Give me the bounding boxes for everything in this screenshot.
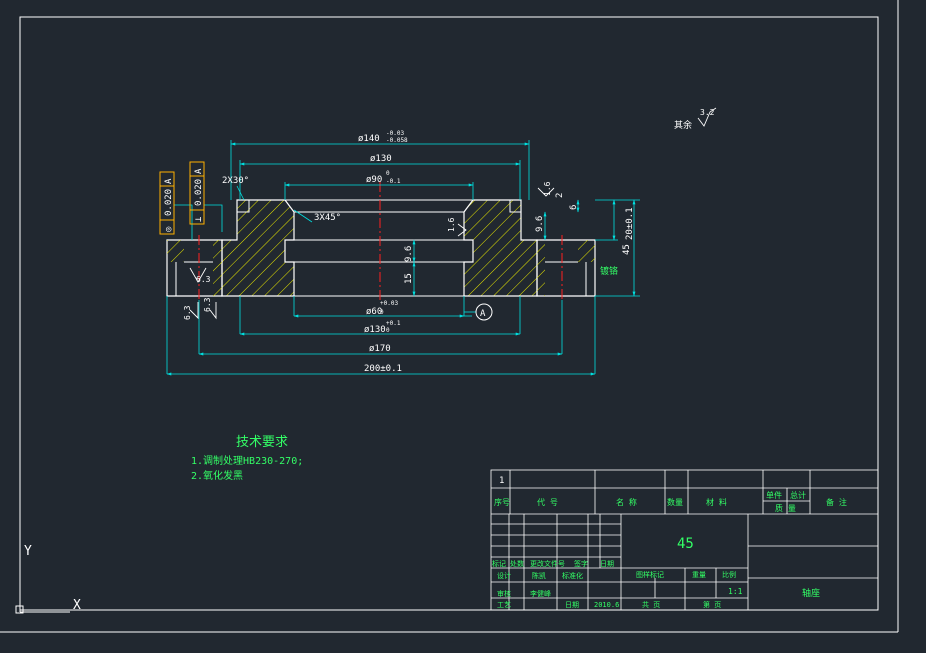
dim-d140: ø140 bbox=[358, 134, 380, 144]
dim-h15: 15 bbox=[404, 273, 414, 284]
tolerance-frames bbox=[159, 161, 205, 235]
dimension-texts: ø140 -0.03 -0.058 ø130 ø90 0 -0.1 2X30° … bbox=[222, 130, 635, 374]
svg-text:质 量: 质 量 bbox=[775, 503, 796, 513]
svg-text:总计: 总计 bbox=[790, 490, 806, 500]
svg-text:◎: ◎ bbox=[164, 226, 174, 232]
row-number: 1 bbox=[499, 476, 504, 486]
other-roughness-value: 3.2 bbox=[700, 108, 715, 117]
svg-text:6.3: 6.3 bbox=[196, 275, 211, 284]
dim-d130: ø130 bbox=[370, 154, 392, 164]
note-chrome: 镀铬 bbox=[600, 265, 618, 277]
dim-d60: ø60 bbox=[366, 307, 382, 317]
centerlines bbox=[198, 182, 563, 300]
svg-text:备 注: 备 注 bbox=[826, 497, 847, 507]
left-section-hatch bbox=[221, 199, 295, 297]
tech-req-item-2: 2.氧化发黑 bbox=[191, 469, 243, 482]
svg-text:审核: 审核 bbox=[497, 589, 511, 598]
svg-text:6.3: 6.3 bbox=[203, 297, 212, 312]
svg-text:单件: 单件 bbox=[766, 490, 782, 500]
svg-text:图样标记: 图样标记 bbox=[636, 570, 664, 579]
dim-d170: ø170 bbox=[369, 344, 391, 354]
tolerance-frame-texts: ◎ 0.020 A ⊥ 0.020 A bbox=[164, 168, 204, 232]
svg-text:0: 0 bbox=[380, 309, 384, 316]
svg-text:A: A bbox=[480, 309, 486, 319]
svg-text:-0.03: -0.03 bbox=[386, 130, 404, 137]
svg-text:第 页: 第 页 bbox=[703, 600, 721, 609]
other-roughness-label: 其余 bbox=[674, 119, 692, 131]
svg-text:重量: 重量 bbox=[692, 571, 706, 579]
svg-text:处数: 处数 bbox=[510, 559, 524, 568]
dim-d90: ø90 bbox=[366, 175, 382, 185]
svg-text:陈凯: 陈凯 bbox=[532, 571, 546, 580]
left-flange-hatch-fill bbox=[167, 240, 222, 296]
right-flange-hatch-fill bbox=[537, 240, 595, 296]
svg-text:A: A bbox=[164, 178, 174, 184]
svg-text:序号: 序号 bbox=[494, 497, 510, 507]
svg-text:0.020: 0.020 bbox=[164, 189, 174, 216]
svg-text:李健峰: 李健峰 bbox=[530, 589, 551, 598]
svg-text:标准化: 标准化 bbox=[562, 571, 583, 580]
svg-text:材 料: 材 料 bbox=[706, 497, 727, 507]
dimension-lines bbox=[166, 140, 640, 376]
tech-req-title: 技术要求 bbox=[236, 435, 288, 450]
svg-text:签字: 签字 bbox=[574, 559, 588, 568]
dim-h45: 45 bbox=[622, 244, 632, 255]
part-name: 轴座 bbox=[802, 587, 820, 599]
dim-h6: 6 bbox=[569, 205, 579, 210]
tech-req-item-1: 1.调制处理HB230-270; bbox=[191, 454, 303, 467]
svg-text:1.6: 1.6 bbox=[543, 181, 552, 196]
svg-text:-0.058: -0.058 bbox=[386, 137, 408, 144]
svg-text:0: 0 bbox=[386, 327, 390, 334]
title-block bbox=[490, 469, 879, 611]
datum-a: A bbox=[464, 303, 493, 321]
ucs-y-label: Y bbox=[24, 544, 32, 559]
drawing-border bbox=[0, 0, 899, 633]
dim-h9-6-mid: 9.6 bbox=[404, 246, 414, 262]
ucs-x-label: X bbox=[73, 598, 81, 613]
svg-text:日期: 日期 bbox=[600, 560, 614, 568]
svg-text:+0.1: +0.1 bbox=[386, 320, 401, 327]
dim-w200: 200±0.1 bbox=[364, 364, 402, 374]
svg-text:1.6: 1.6 bbox=[447, 217, 456, 232]
svg-text:6.3: 6.3 bbox=[183, 305, 192, 320]
svg-text:比例: 比例 bbox=[722, 570, 736, 579]
svg-text:数量: 数量 bbox=[667, 497, 683, 507]
dim-chamfer-outer: 2X30° bbox=[222, 176, 249, 186]
material-45: 45 bbox=[677, 536, 694, 552]
title-block-texts: 1 序号 代 号 名 称 数量 材 料 单件 总计 备 注 质 量 45 标记 … bbox=[492, 476, 847, 609]
svg-text:更改文件号: 更改文件号 bbox=[530, 559, 565, 568]
dim-h2: 2 bbox=[555, 193, 565, 198]
svg-text:标记: 标记 bbox=[492, 559, 506, 568]
svg-text:A: A bbox=[194, 168, 204, 174]
svg-text:-0.1: -0.1 bbox=[386, 178, 401, 185]
technical-requirements: 技术要求 1.调制处理HB230-270; 2.氧化发黑 bbox=[191, 435, 303, 482]
svg-text:工艺: 工艺 bbox=[497, 601, 511, 609]
svg-text:设计: 设计 bbox=[497, 571, 511, 580]
svg-text:日期: 日期 bbox=[565, 601, 579, 609]
svg-text:名 称: 名 称 bbox=[616, 497, 637, 507]
roughness-texts: 6.3 6.3 6.3 1.6 1.6 其余 3.2 bbox=[183, 108, 715, 320]
svg-text:共 页: 共 页 bbox=[642, 600, 660, 609]
svg-text:⊥: ⊥ bbox=[194, 216, 204, 222]
svg-text:2010.6: 2010.6 bbox=[594, 601, 619, 609]
dim-chamfer-inner: 3X45° bbox=[314, 213, 341, 223]
svg-text:0: 0 bbox=[386, 170, 390, 177]
right-section-hatch bbox=[463, 199, 538, 297]
ucs-icon bbox=[15, 557, 70, 614]
dim-d130b: ø130 bbox=[364, 325, 386, 335]
part-section bbox=[166, 199, 596, 297]
svg-text:代 号: 代 号 bbox=[537, 497, 558, 507]
roughness-symbols bbox=[189, 107, 717, 320]
svg-text:0.020: 0.020 bbox=[194, 179, 204, 206]
dim-h20: 20±0.1 bbox=[625, 207, 635, 240]
svg-text:+0.03: +0.03 bbox=[380, 300, 398, 307]
dim-h9-6-right: 9.6 bbox=[535, 216, 545, 232]
scale-value: 1:1 bbox=[728, 587, 743, 596]
